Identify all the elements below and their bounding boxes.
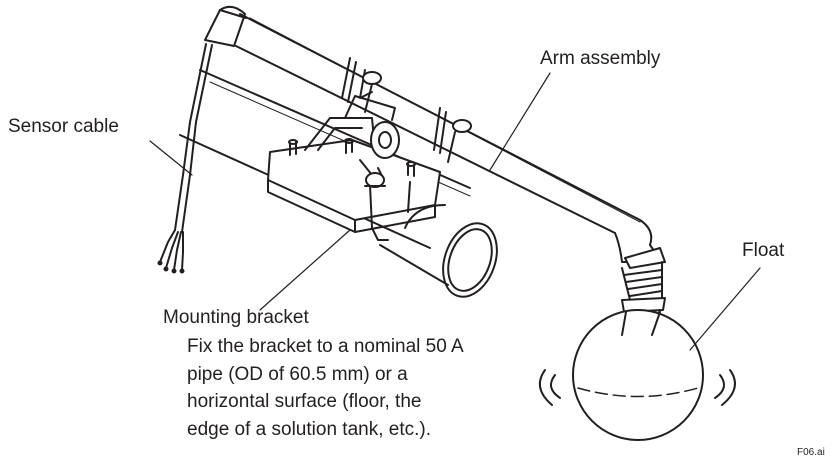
mounting-pipe [179, 69, 498, 298]
float-leader [689, 267, 761, 351]
label-float: Float [742, 240, 785, 261]
bracket-note-line-1: Fix the bracket to a nominal 50 A [187, 336, 464, 357]
bracket-note: Fix the bracket to a nominal 50 A pipe (… [187, 333, 464, 443]
float [538, 309, 736, 441]
sensor-cable-leader [149, 140, 193, 176]
bracket-note-line-3: horizontal surface (floor, the [187, 391, 422, 412]
leader-lines [149, 72, 761, 351]
label-sensor-cable: Sensor cable [8, 116, 119, 137]
mounting-bracket [267, 95, 441, 241]
label-arm-assembly: Arm assembly [540, 48, 661, 69]
sensor-cable [157, 43, 213, 274]
bracket-note-line-4: edge of a solution tank, etc.). [187, 418, 431, 440]
arm-assembly-leader [489, 72, 551, 171]
bracket-note-line-2: pipe (OD of 60.5 mm) or a [187, 363, 408, 385]
label-mounting-bracket: Mounting bracket [163, 307, 309, 328]
figure-id: F06.ai [797, 447, 825, 458]
mounting-bracket-leader [259, 229, 351, 311]
arm-assembly [204, 5, 666, 336]
